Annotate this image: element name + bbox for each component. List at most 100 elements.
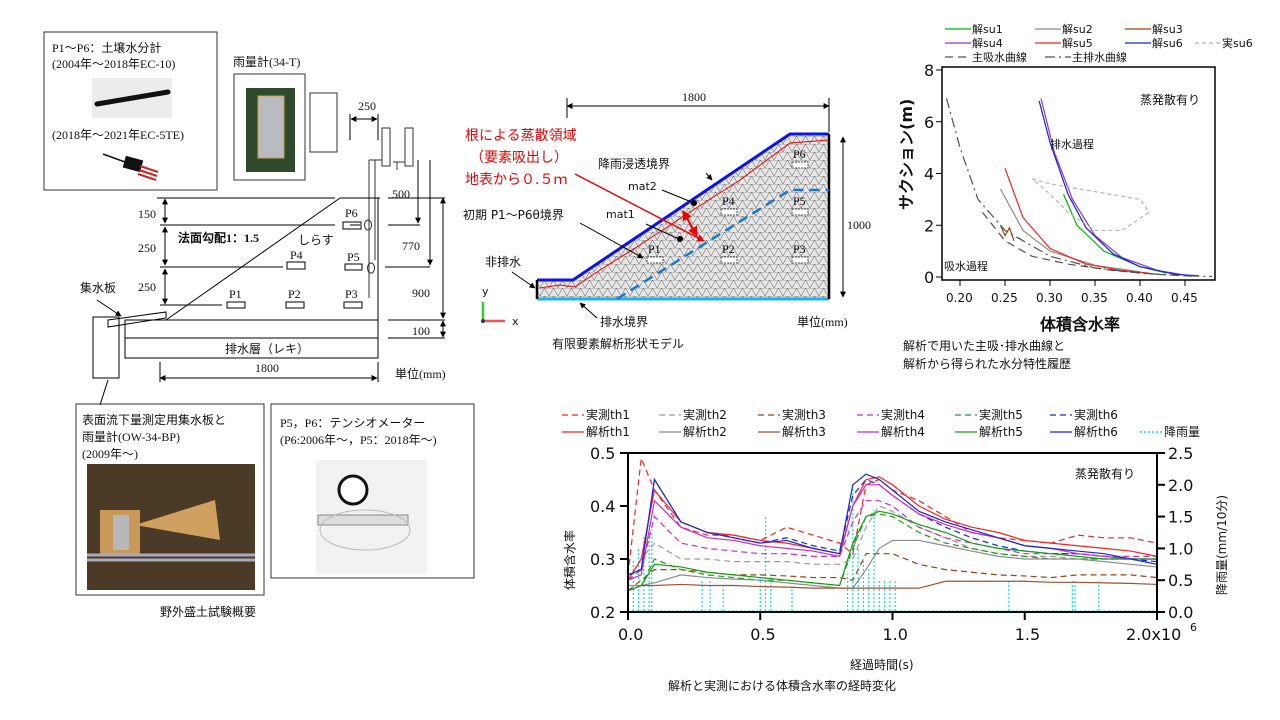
fem-point-p1: P1 (648, 242, 661, 256)
root-zone-boundary (539, 139, 830, 289)
ec10-sensor-icon (94, 89, 171, 107)
retention-caption-1: 解析で用いた主吸･排水曲線と (903, 338, 1065, 353)
dim-250-a: 250 (138, 241, 156, 255)
retention-ytick-label: 0 (924, 268, 934, 287)
timeseries-legend-label: 解析th2 (683, 425, 727, 439)
axis-triad-icon (481, 302, 505, 323)
rain-boundary-label: 降雨浸透境界 (598, 156, 670, 171)
dim-500: 500 (392, 187, 410, 201)
initial-theta-boundary (616, 188, 829, 301)
fem-caption: 有限要素解析形状モデル (552, 336, 684, 351)
rain-gauge-label: 雨量計(34-T) (233, 54, 300, 69)
retention-series-5 (1004, 168, 1150, 274)
timeseries-series-実測th2 (627, 505, 1157, 581)
timeseries-ylabel: 体積含水率 (562, 530, 577, 590)
timeseries-series-実測th1 (627, 455, 1158, 575)
timeseries-series-実測th6 (627, 477, 1158, 576)
root-zone-line1: 根による蒸散領域 (465, 127, 577, 144)
dim-250-b: 250 (138, 280, 156, 294)
dim-150: 150 (138, 207, 156, 221)
rain-gauge-box (233, 73, 306, 181)
retention-ytick-label: 6 (924, 113, 934, 132)
soil-sensor-period2: (2018年～2021年EC-5TE) (52, 128, 184, 142)
timeseries-annotation: 蒸発散有り (1075, 466, 1135, 481)
timeseries-ytick-label: 0.3 (590, 550, 615, 569)
retention-xlabel: 体積含水率 (1040, 315, 1120, 334)
retention-caption-2: 解析から得られた水分特性履歴 (903, 356, 1071, 371)
root-zone-arrow (574, 173, 705, 242)
timeseries-ytick-label: 0.4 (590, 497, 615, 516)
timeseries-xtick-label: 0.0 (618, 625, 643, 644)
runoff-box-line3: (2009年～) (82, 447, 138, 461)
retention-legend-label: 解su2 (1062, 22, 1093, 36)
timeseries-xtick-label: 1.0 (883, 625, 908, 644)
fem-point-p2: P2 (722, 242, 735, 256)
timeseries-y2tick-label: 2.5 (1168, 444, 1193, 463)
point-p3: P3 (345, 287, 358, 301)
soil-sensor-box (43, 31, 218, 191)
fem-dim-1000: 1000 (847, 218, 871, 232)
timeseries-y2tick-label: 0.5 (1168, 571, 1193, 590)
timeseries-xtick-label: 2.0x10 (1126, 625, 1181, 644)
point-p4: P4 (290, 248, 303, 262)
soil-label: しらす (298, 233, 334, 247)
rainfall-legend-label: 降雨量 (1164, 425, 1200, 439)
drain-process-label: 排水過程 (1050, 137, 1094, 151)
retention-xtick-label: 0.45 (1171, 291, 1198, 305)
retention-ytick-label: 4 (924, 165, 934, 184)
rain-gauge-cylinder-icon (257, 95, 285, 159)
rain-gauge-base (309, 92, 338, 153)
retention-series-8 (982, 211, 1195, 277)
fem-point-p6: P6 (793, 147, 806, 161)
collector-box (92, 316, 120, 379)
soil-sensor-period1: (2004年～2018年EC-10) (52, 57, 175, 71)
soil-sensor-title: P1～P6：土壌水分計 (52, 40, 161, 55)
tensiometer-photo (316, 460, 427, 574)
root-depth-arrow (682, 210, 698, 237)
tensio-line1: P5，P6：テンシオメーター (280, 416, 425, 430)
fem-point-p4: P4 (722, 194, 735, 208)
retention-ylabel: サクション(m) (897, 99, 916, 210)
tensio-line2: (P6:2006年～，P5：2018年～) (280, 433, 437, 447)
collector-label: 集水板 (80, 280, 116, 295)
retention-legend-label: 主排水曲線 (1072, 50, 1127, 64)
retention-xtick-label: 0.35 (1081, 291, 1108, 305)
wet-process-label: 吸水過程 (944, 260, 988, 273)
mat2-point (691, 200, 697, 206)
timeseries-legend-label: 実測th5 (979, 407, 1023, 422)
root-zone-line2: （要素吸出し） (470, 150, 568, 166)
runoff-box-line1: 表面流下量測定用集水板と (82, 412, 226, 427)
axis-x-label: x (512, 315, 519, 328)
dim-1800: 1800 (255, 361, 279, 375)
retention-series-2 (999, 188, 1141, 273)
initial-boundary-label: 初期 P1～P6θ境界 (463, 207, 564, 222)
timeseries-y2tick-label: 1.5 (1168, 508, 1193, 527)
fem-dim-1800: 1800 (682, 90, 706, 104)
timeseries-legend-label: 解析th3 (782, 425, 826, 439)
retention-series-4 (1040, 98, 1186, 276)
point-p1: P1 (229, 287, 242, 301)
rain-infiltration-boundary (537, 132, 829, 282)
timeseries-legend-label: 解析th4 (881, 425, 925, 439)
timeseries-y2tick-label: 0.0 (1168, 603, 1193, 622)
mat2-label: mat2 (628, 180, 657, 193)
retention-legend-label: 解su3 (1152, 22, 1183, 36)
point-p2: P2 (288, 287, 301, 301)
timeseries-xlabel: 経過時間(s) (850, 658, 914, 672)
retention-series-6 (1038, 100, 1199, 277)
timeseries-legend-label: 解析th1 (586, 425, 630, 439)
timeseries-legend-label: 実測th4 (881, 407, 925, 422)
timeseries-series-解析th1 (627, 476, 1158, 581)
retention-legend-label: 実su6 (1222, 36, 1253, 50)
retention-xtick-label: 0.20 (946, 291, 973, 305)
fem-unit-label: 単位(mm) (797, 314, 848, 329)
dim-770: 770 (402, 239, 420, 253)
point-p6: P6 (345, 206, 358, 220)
dim-100: 100 (412, 324, 430, 338)
root-zone-line3: 地表から０.５ｍ (465, 172, 567, 188)
retention-legend-label: 解su5 (1062, 36, 1093, 50)
